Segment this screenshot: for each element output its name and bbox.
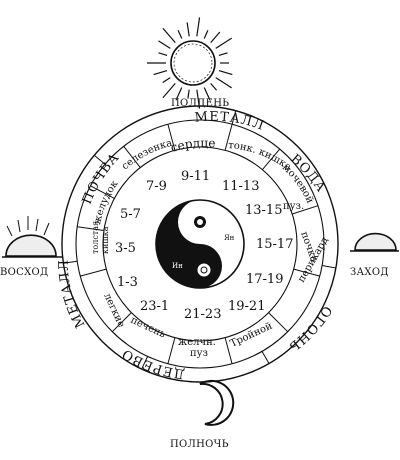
organ-gallbladder: желчн. <box>178 337 216 348</box>
sun-ray <box>210 83 218 91</box>
element-divider <box>322 265 336 269</box>
crescent-moon-icon <box>199 379 235 426</box>
element-divider <box>141 356 149 370</box>
organ-divider <box>80 268 107 277</box>
organ-liver: печень <box>129 315 168 341</box>
yang-label: Ян <box>224 234 235 242</box>
organ-divider <box>268 312 289 333</box>
sun-ray <box>187 89 190 99</box>
sun-ray <box>218 70 233 76</box>
organ-divider <box>167 337 176 364</box>
sunset-icon <box>350 232 399 252</box>
hour-21-23: 21-23 <box>184 307 221 322</box>
hour-23-1: 23-1 <box>140 299 169 314</box>
organ-divider <box>167 124 176 151</box>
element-fire: ОГОНЬ <box>285 303 334 354</box>
organ-large-intestine-2: кишка <box>101 226 110 254</box>
yin-yang-symbol: Ян Ин <box>155 199 245 289</box>
organ-divider <box>111 312 132 333</box>
hour-15-17: 15-17 <box>256 237 293 252</box>
yin-label: Ин <box>172 262 183 270</box>
sun-ray <box>162 77 171 83</box>
element-divider <box>261 351 270 364</box>
element-divider <box>93 154 106 165</box>
organ-divider <box>123 145 141 168</box>
sun-ray <box>162 83 176 99</box>
hour-13-15: 13-15 <box>245 203 282 218</box>
organ-divider <box>77 226 105 231</box>
sunset-label: ЗАХОД <box>350 267 389 278</box>
organ-large-intestine: толстая <box>91 221 100 254</box>
sun-icon <box>147 17 233 109</box>
sunrise-label: ВОСХОД <box>0 267 49 278</box>
organ-divider <box>292 205 319 215</box>
sun-ray <box>158 52 168 56</box>
sun-ray <box>196 17 201 37</box>
sun-ray <box>203 87 211 101</box>
organ-divider <box>293 268 320 277</box>
sun-ray <box>162 27 176 43</box>
organ-triple: Тройной <box>229 321 275 350</box>
sun-ray <box>153 70 168 76</box>
element-wood: ДЕРЕВО <box>119 345 186 381</box>
element-divider <box>63 260 78 264</box>
sunrise-icon <box>2 216 62 258</box>
organ-bladder-2: пуз. <box>283 201 304 212</box>
sun-ray <box>203 30 209 39</box>
sun-ray <box>175 87 183 101</box>
sun-ray <box>218 52 228 56</box>
hour-7-9: 7-9 <box>146 179 167 194</box>
hour-3-5: 3-5 <box>115 241 136 256</box>
organ-heart: сердце <box>169 136 216 155</box>
organ-divider <box>90 185 115 199</box>
ring-lines <box>61 105 339 383</box>
hour-11-13: 11-13 <box>222 179 259 194</box>
sun-ray <box>158 40 171 49</box>
organ-divider <box>261 148 281 171</box>
organ-divider <box>224 124 233 151</box>
sun-ray <box>215 37 233 49</box>
element-divider <box>231 110 237 125</box>
hour-5-7: 5-7 <box>120 207 141 222</box>
element-metal-left: МЕТАЛЛ <box>56 259 88 330</box>
noon-label: ПОЛДЕНЬ <box>171 98 230 109</box>
sun-ray <box>177 30 183 39</box>
organ-gallbladder-2: пуз <box>190 348 208 359</box>
sun-ray <box>186 22 190 37</box>
sun-ray <box>210 31 221 43</box>
hour-1-3: 1-3 <box>117 275 138 290</box>
hour-9-11: 9-11 <box>181 169 210 184</box>
hour-17-19: 17-19 <box>246 272 283 287</box>
hour-labels: 9-11 11-13 13-15 15-17 17-19 19-21 21-23… <box>115 169 293 322</box>
hour-19-21: 19-21 <box>228 299 265 314</box>
sun-ray <box>215 77 233 89</box>
organ-divider <box>224 337 233 364</box>
midnight-label: ПОЛНОЧЬ <box>170 439 229 450</box>
